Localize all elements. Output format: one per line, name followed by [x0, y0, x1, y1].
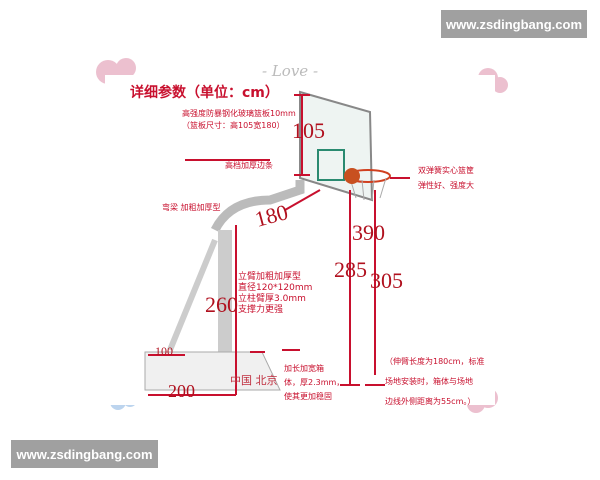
dim-total: 285 — [334, 257, 367, 282]
watermark-bottom: www.zsdingbang.com — [11, 440, 158, 468]
love-heading: - Love - — [262, 62, 319, 80]
dim-top: 305 — [370, 268, 403, 293]
rim-note-2: 弹性好、强度大 — [418, 181, 474, 190]
backboard-note: 高强度防暴钢化玻璃篮板10mm — [182, 109, 296, 118]
dim-pole: 260 — [205, 292, 238, 317]
base-note: 加长加宽箱 体，厚2.3mm， 使其更加稳固 — [284, 362, 344, 404]
pole-note-line: 支撑力更强 — [238, 305, 284, 315]
pole-note: 立臂加粗加厚型 直径120*120mm 立柱臂厚3.0mm 支撑力更强 — [238, 272, 312, 316]
pole-note-line: 直径120*120mm — [238, 283, 313, 293]
reach-note-line: （伸臂长度为180cm，标准 — [385, 357, 485, 366]
pole-note-line: 立臂加粗加厚型 — [238, 272, 302, 282]
dim-rim-height: 390 — [352, 220, 385, 245]
dim-backboard-height: 105 — [292, 118, 325, 143]
arm-note: 弯梁 加粗加厚型 — [162, 203, 221, 212]
pole-note-line: 立柱臂厚3.0mm — [238, 294, 306, 304]
base-note-line: 加长加宽箱 — [284, 364, 324, 373]
rim-note: 双弹簧实心篮筐 — [418, 166, 474, 175]
watermark-top: www.zsdingbang.com — [441, 10, 587, 38]
edge-note: 高档加厚边条 — [225, 161, 273, 170]
base-note-line: 体，厚2.3mm， — [284, 378, 345, 387]
dim-base-length: 200 — [168, 381, 195, 401]
reach-note-line: 场地安装时，箱体与场地 — [385, 377, 473, 386]
page-title: 详细参数（单位：cm） — [130, 85, 279, 101]
reach-note: （伸臂长度为180cm，标准 场地安装时，箱体与场地 边线外侧距离为55cm。） — [385, 352, 484, 412]
base-note-line: 使其更加稳固 — [284, 392, 332, 401]
dim-base-depth: 100 — [155, 344, 173, 358]
base-label: 中国 北京 — [230, 374, 278, 387]
reach-note-line: 边线外侧距离为55cm。） — [385, 397, 476, 406]
backboard-size-note: （篮板尺寸：高105宽180） — [182, 121, 285, 130]
